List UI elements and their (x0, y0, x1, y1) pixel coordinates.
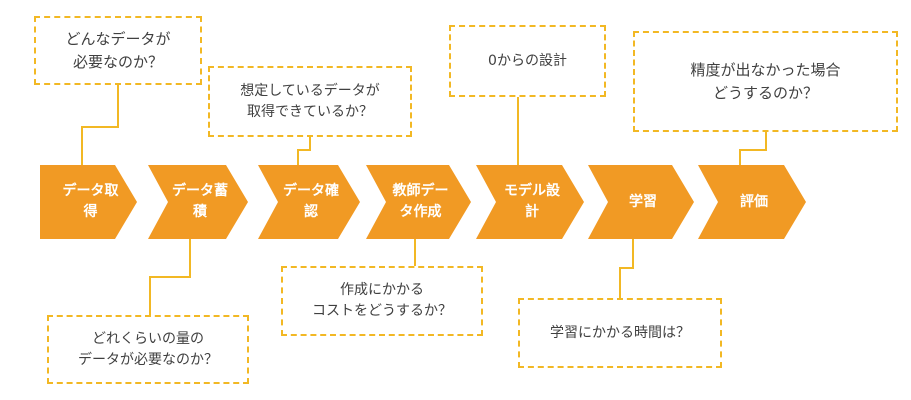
question-what-data: どんなデータが 必要なのか？ (34, 16, 202, 85)
connector-eval (739, 132, 767, 165)
connector-learn (619, 239, 634, 298)
question-time: 学習にかかる時間は？ (518, 298, 722, 368)
question-accuracy: 精度が出なかった場合 どうするのか？ (633, 31, 898, 132)
question-cost: 作成にかかる コストをどうするか？ (281, 266, 483, 336)
process-step-acquire: データ取 得 (40, 165, 137, 239)
question-how-much: どれくらいの量の データが必要なのか？ (47, 315, 249, 384)
connector-store (149, 239, 191, 315)
question-assumed-data: 想定しているデータが 取得できているか？ (208, 66, 412, 137)
connector-acquire (81, 85, 119, 165)
question-from-scratch: 0からの設計 (449, 25, 606, 97)
connector-verify (297, 137, 311, 165)
